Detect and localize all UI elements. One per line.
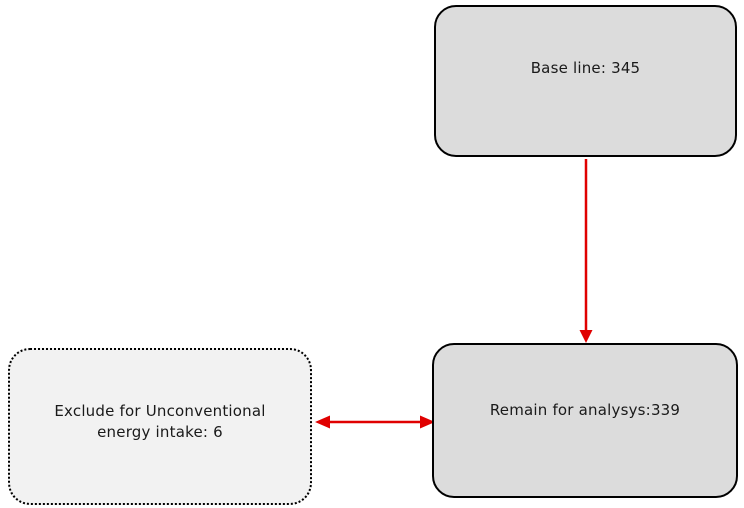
arrow-exclude-remain — [315, 415, 435, 429]
arrow-exclude-remain-left-head-icon — [315, 415, 330, 429]
node-exclude-label: Exclude for Unconventional energy intake… — [54, 401, 265, 443]
arrow-baseline-to-remain-head-icon — [579, 330, 593, 343]
arrow-baseline-to-remain — [579, 159, 593, 343]
node-baseline-label: Base line: 345 — [530, 58, 641, 77]
node-remain-label: Remain for analysys:339 — [489, 401, 681, 419]
node-remain: Remain for analysys:339 — [432, 343, 738, 498]
node-exclude: Exclude for Unconventional energy intake… — [8, 348, 312, 505]
node-exclude-label-line2: energy intake: 6 — [97, 422, 223, 441]
node-exclude-label-line1: Exclude for Unconventional — [54, 401, 266, 420]
node-baseline: Base line: 345 — [434, 5, 737, 157]
